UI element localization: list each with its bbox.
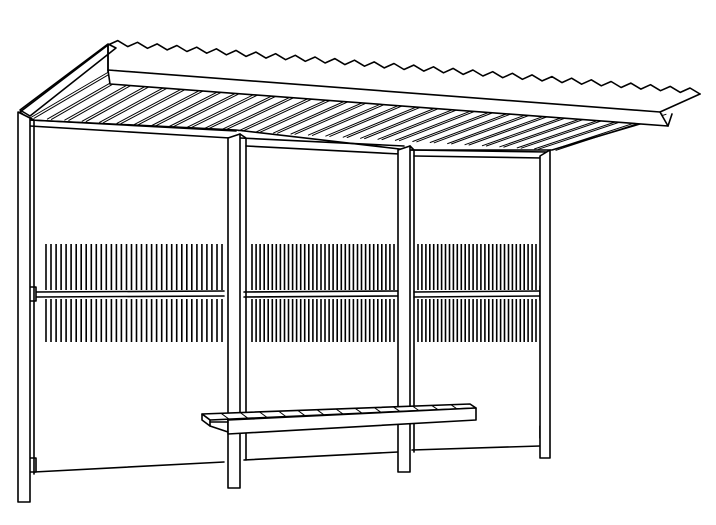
- roof-top-ridge: [107, 39, 701, 95]
- bench-slat: [258, 411, 268, 418]
- roof-slat-edge: [33, 69, 117, 119]
- rear-top-rail-inner: [29, 125, 543, 159]
- rear-top-rail: [29, 119, 549, 153]
- bench-slat: [239, 412, 249, 419]
- bench-slat: [278, 410, 287, 418]
- post-middle-right: [397, 145, 411, 473]
- rear-mid-rail-lower: [35, 295, 541, 298]
- roof-end-profile: [19, 43, 117, 117]
- post-middle-left-side: [239, 133, 247, 461]
- bench-slat: [316, 409, 325, 416]
- roof-slat: [29, 69, 113, 119]
- roof-front-fascia-edge: [107, 44, 701, 127]
- bench-slat: [297, 409, 306, 417]
- bench-slat: [335, 408, 344, 415]
- post-left-end-side: [29, 117, 35, 475]
- rear-frame: [27, 119, 549, 473]
- bench-slat: [220, 412, 230, 420]
- bench-slat: [354, 407, 363, 414]
- bench-slat: [373, 407, 382, 413]
- bench-seat-front: [227, 407, 477, 435]
- rear-mid-rail: [35, 290, 541, 293]
- bench-slat: [431, 404, 439, 411]
- post-left-end: [17, 111, 31, 503]
- glass-stripes: [45, 244, 537, 342]
- bench-slat: [412, 405, 420, 412]
- post-middle-left: [227, 133, 241, 489]
- post-right-end: [539, 149, 551, 459]
- rear-bottom-rail: [33, 445, 541, 473]
- post-middle-right-side: [409, 145, 415, 453]
- bench-slat: [392, 406, 401, 412]
- bench-support: [209, 421, 229, 433]
- roof: [19, 39, 701, 151]
- bench: [201, 403, 477, 435]
- posts: [17, 111, 551, 503]
